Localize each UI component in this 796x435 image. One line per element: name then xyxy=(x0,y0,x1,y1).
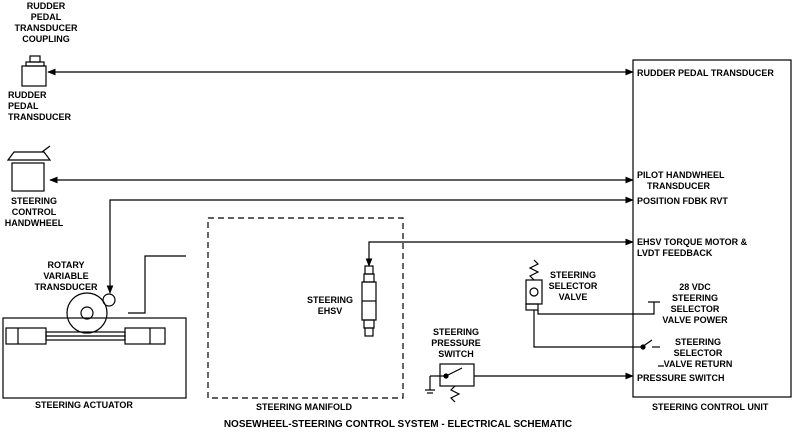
ehsv-signal-line xyxy=(365,238,634,267)
handwheel-label: STEERING CONTROL HANDWHEEL xyxy=(4,196,64,228)
valve-return-line xyxy=(533,310,642,348)
rudder-transducer-icon xyxy=(21,55,47,87)
valve-power-line xyxy=(537,302,655,315)
manifold-label: STEERING MANIFOLD xyxy=(256,402,352,412)
selector-valve-label: STEERING SELECTOR VALVE xyxy=(548,270,598,302)
pressure-switch-label: STEERING PRESSURE SWITCH xyxy=(431,327,481,359)
schematic-title: NOSEWHEEL-STEERING CONTROL SYSTEM - ELEC… xyxy=(223,419,573,430)
ehsv-symbol xyxy=(361,265,377,337)
input-valve-return-label: STEERING SELECTOR VALVE RETURN xyxy=(663,337,733,369)
input-pressure-label: PRESSURE SWITCH xyxy=(637,373,725,383)
input-handwheel-label: PILOT HANDWHEEL TRANSDUCER xyxy=(637,170,725,191)
handwheel-icon xyxy=(6,145,52,192)
rvt-wheel xyxy=(66,292,108,334)
input-ehsv-label: EHSV TORQUE MOTOR & LVDT FEEDBACK xyxy=(637,237,748,258)
steering-actuator-box xyxy=(2,317,187,399)
control-unit-label: STEERING CONTROL UNIT xyxy=(652,402,769,412)
rvt-label: ROTARY VARIABLE TRANSDUCER xyxy=(34,260,98,292)
input-valve-power-label: 28 VDC STEERING SELECTOR VALVE POWER xyxy=(662,282,728,325)
actuator-label: STEERING ACTUATOR xyxy=(35,400,133,410)
steering-manifold-box xyxy=(207,217,404,399)
coupling-label: RUDDER PEDAL TRANSDUCER COUPLING xyxy=(14,1,78,44)
rudder-transducer-label: RUDDER PEDAL TRANSDUCER xyxy=(8,90,71,122)
position-feedback-line xyxy=(106,196,634,294)
input-position-label: POSITION FDBK RVT xyxy=(637,196,728,206)
ehsv-label: STEERING EHSV xyxy=(306,295,353,316)
input-rudder-label: RUDDER PEDAL TRANSDUCER xyxy=(637,68,774,78)
pressure-switch-symbol xyxy=(425,363,475,403)
selector-valve-symbol xyxy=(525,259,543,311)
